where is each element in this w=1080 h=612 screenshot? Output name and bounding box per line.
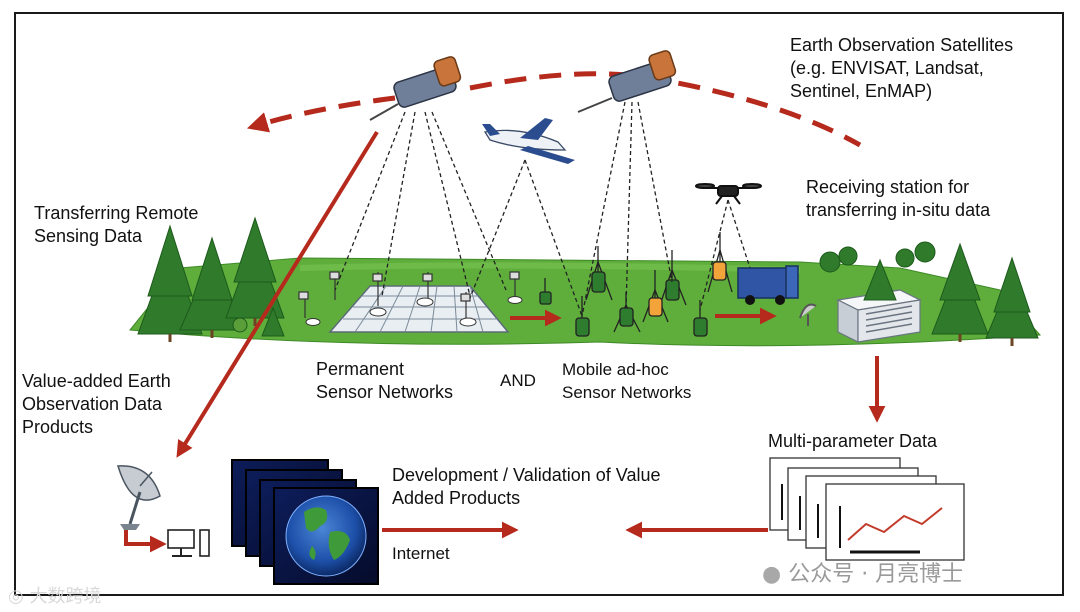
data-chart-line bbox=[847, 507, 943, 541]
data-chart-marks bbox=[781, 484, 920, 554]
watermark-right: ● 公众号 · 月亮博士 bbox=[762, 562, 964, 587]
trees bbox=[137, 216, 1039, 339]
watermark-left: ◎ 大数跨境 bbox=[8, 586, 102, 607]
label-development: Development / Validation of Value Added … bbox=[392, 465, 661, 508]
label-value-added: Value-added Earth Observation Data Produ… bbox=[22, 371, 171, 437]
label-permanent: Permanent Sensor Networks bbox=[316, 359, 454, 402]
aircraft-icon bbox=[482, 118, 575, 164]
mobile-sensors bbox=[539, 232, 733, 337]
computer-icon bbox=[167, 529, 210, 557]
label-multi-param: Multi-parameter Data bbox=[768, 431, 938, 451]
wechat-icon: ● bbox=[762, 562, 782, 587]
label-internet: Internet bbox=[392, 544, 450, 563]
satellite-right-icon bbox=[577, 50, 677, 113]
sensor-grid bbox=[298, 271, 523, 333]
drone-icon bbox=[695, 183, 762, 205]
watermark-left-logo-icon: ◎ bbox=[8, 586, 24, 607]
receiving-station-icon bbox=[799, 289, 922, 343]
label-transferring: Transferring Remote Sensing Data bbox=[34, 203, 199, 246]
label-mobile: Mobile ad-hoc Sensor Networks bbox=[562, 360, 692, 402]
label-receiving: Receiving station for transferring in-si… bbox=[806, 177, 991, 220]
label-and: AND bbox=[500, 371, 536, 390]
observation-beams bbox=[334, 101, 751, 317]
satellite-orbit-arc bbox=[246, 95, 396, 133]
globe-icon bbox=[285, 495, 367, 577]
label-satellites: Earth Observation Satellites (e.g. ENVIS… bbox=[790, 35, 1014, 101]
flow-arrows bbox=[124, 130, 886, 553]
truck-icon bbox=[737, 265, 799, 305]
satellite-dish-icon bbox=[117, 465, 161, 530]
satellite-left-icon bbox=[369, 56, 462, 121]
